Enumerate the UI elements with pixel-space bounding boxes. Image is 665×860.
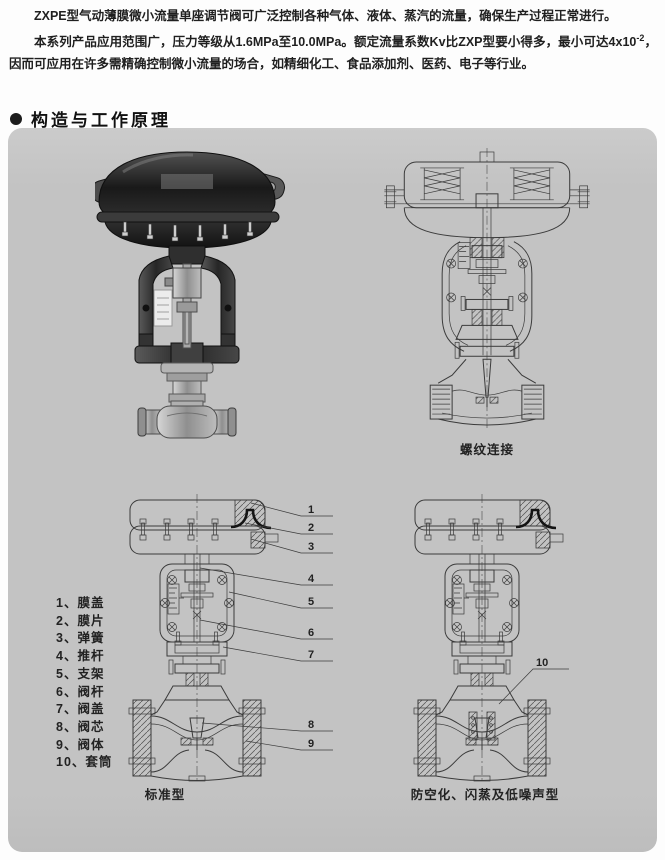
intro-paragraph-2: 本系列产品应用范围广，压力等级从1.6MPa至10.0MPa。额定流量系数Kv比… <box>9 27 657 75</box>
yoke-frame <box>134 255 240 367</box>
parts-list-item-5: 5、支架 <box>56 666 105 681</box>
parts-list-item-8: 8、阀芯 <box>56 719 105 734</box>
standard-type-caption: 标准型 <box>144 788 186 802</box>
parts-list-item-2: 2、膜片 <box>56 613 105 628</box>
intro-paragraph-2-text: 本系列产品应用范围广，压力等级从1.6MPa至10.0MPa。额定流量系数Kv比… <box>34 35 637 50</box>
section-bullet-icon <box>10 112 22 125</box>
callout-8: 8 <box>308 719 314 731</box>
callout-7: 7 <box>308 649 314 661</box>
callout-10: 10 <box>536 657 548 669</box>
yoke-arms <box>441 237 533 352</box>
threaded-body <box>429 341 545 426</box>
parts-list-item-1: 1、膜盖 <box>56 596 105 610</box>
intro-paragraph-2-rest: ，因而可应用在许多需精确控制微小流量的场合，如精细化工、食品添加剂、医药、电子等… <box>9 35 657 72</box>
actuator-dome <box>96 151 280 249</box>
valve-body <box>137 400 237 439</box>
threaded-connection-drawing <box>384 147 590 429</box>
parts-list-item-6: 6、阀杆 <box>56 684 105 699</box>
callout-9: 9 <box>308 738 314 750</box>
callout-leaders <box>199 502 333 751</box>
threaded-connection-diagram <box>382 146 592 430</box>
threaded-connection-caption: 螺纹连接 <box>459 443 514 457</box>
anti-cavitation-drawing: 10 <box>412 492 569 782</box>
stem-and-clamp <box>164 263 202 349</box>
section-header: 构造与工作原理 <box>10 106 171 131</box>
parts-list-item-4: 4、推杆 <box>56 649 105 664</box>
valve-photo-illustration <box>95 151 286 439</box>
callout-leader-10 <box>498 668 569 705</box>
parts-list-item-3: 3、弹簧 <box>56 631 105 646</box>
callout-numbers: 1 2 3 4 5 6 7 8 9 <box>308 504 315 750</box>
stem-assembly <box>467 207 507 356</box>
intro-paragraphs: ZXPE型气动薄膜微小流量单座调节阀可广泛控制各种气体、液体、蒸汽的流量，确保生… <box>9 5 657 75</box>
callout-6: 6 <box>308 627 314 639</box>
bonnet-packing <box>455 296 519 340</box>
label-plate <box>153 289 173 327</box>
intro-paragraph-1: ZXPE型气动薄膜微小流量单座调节阀可广泛控制各种气体、液体、蒸汽的流量，确保生… <box>34 9 617 23</box>
anti-cavitation-diagram: 10 <box>375 492 610 782</box>
section-title: 构造与工作原理 <box>31 111 171 131</box>
callout-4: 4 <box>308 573 315 585</box>
callout-2: 2 <box>308 522 314 534</box>
anti-cavitation-caption: 防空化、闪蒸及低噪声型 <box>410 788 560 802</box>
parts-list: 1、膜盖 2、膜片 3、弹簧 4、推杆 5、支架 6、阀杆 7、阀盖 8、阀芯 … <box>56 595 112 772</box>
cage-sleeve <box>468 711 496 741</box>
callout-1: 1 <box>308 504 314 516</box>
callout-3: 3 <box>308 541 314 553</box>
actuator-with-springs <box>384 151 590 239</box>
parts-list-item-7: 7、阀盖 <box>56 702 105 717</box>
standard-type-diagram: 1 2 3 4 5 6 7 8 9 <box>105 492 340 782</box>
diagram-panel: 螺纹连接 1、膜盖 2、膜片 3、弹簧 4、推杆 5、支架 6、阀杆 7、阀盖 … <box>8 128 657 852</box>
side-tabs <box>384 185 590 209</box>
standard-type-drawing: 1 2 3 4 5 6 7 8 9 <box>127 492 333 782</box>
actuator-neck <box>168 245 206 265</box>
bonnet-stack <box>160 362 214 403</box>
callout-5: 5 <box>308 596 314 608</box>
parts-list-item-10: 10、套筒 <box>56 755 113 770</box>
superscript-exponent: -2 <box>636 33 645 43</box>
valve-photo <box>95 140 320 440</box>
parts-list-item-9: 9、阀体 <box>56 737 105 752</box>
dome-studs <box>121 221 254 242</box>
